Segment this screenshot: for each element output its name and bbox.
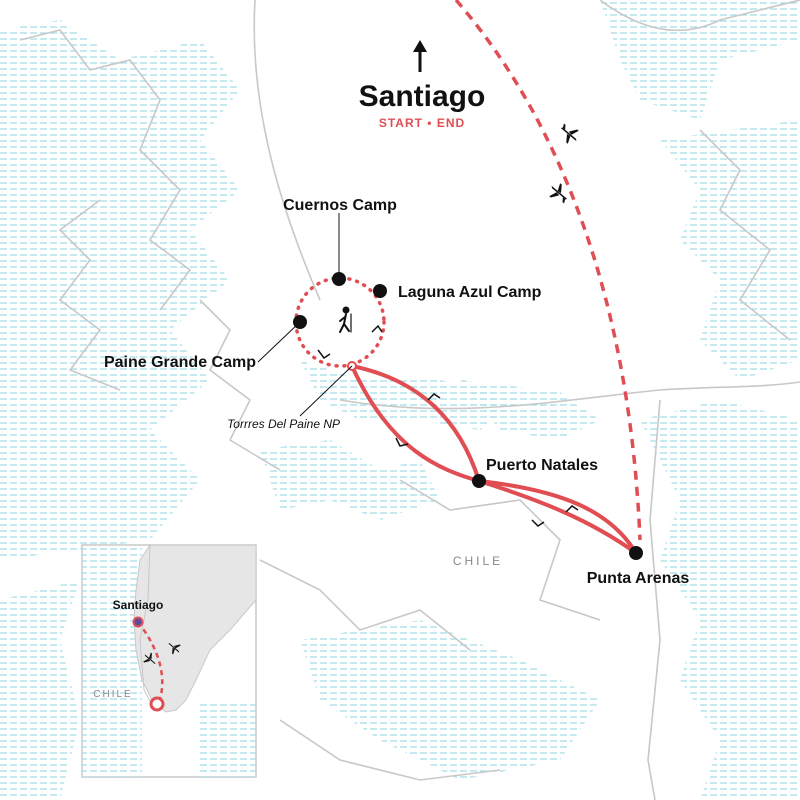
inset-country-label: CHILE <box>93 689 132 700</box>
inset-end-marker <box>149 696 165 712</box>
plane-icon <box>549 123 579 204</box>
trek-circuit <box>294 276 386 368</box>
drive-routes <box>350 364 638 555</box>
stop-dot-laguna[interactable] <box>373 284 387 298</box>
direction-chevron-icon <box>317 324 579 527</box>
stop-label-paine: Paine Grande Camp <box>104 354 256 371</box>
inset-map: Santiago CHILE <box>81 544 257 778</box>
stop-label-natales: Puerto Natales <box>486 457 598 474</box>
stop-dot-natales[interactable] <box>472 474 486 488</box>
stop-label-arenas: Punta Arenas <box>587 570 690 587</box>
stop-dot-arenas[interactable] <box>629 546 643 560</box>
park-label: Torrres Del Paine NP <box>227 417 340 431</box>
title-subtitle: START • END <box>379 116 465 130</box>
inset-city-label: Santiago <box>113 598 164 612</box>
coastlines <box>19 0 800 800</box>
stop-label-laguna: Laguna Azul Camp <box>398 284 542 301</box>
inset-plane-icon <box>143 642 181 665</box>
stop-dot-cuernos[interactable] <box>332 272 346 286</box>
inset-land <box>133 545 256 713</box>
stop-label-cuernos: Cuernos Camp <box>283 197 397 214</box>
north-arrow-icon <box>413 40 427 72</box>
country-label: CHILE <box>453 554 503 568</box>
hiker-icon <box>339 306 352 333</box>
leader-lines <box>257 213 353 417</box>
title-city: Santiago <box>359 80 486 113</box>
flight-route <box>454 0 642 541</box>
inset-santiago-dot <box>132 616 144 628</box>
